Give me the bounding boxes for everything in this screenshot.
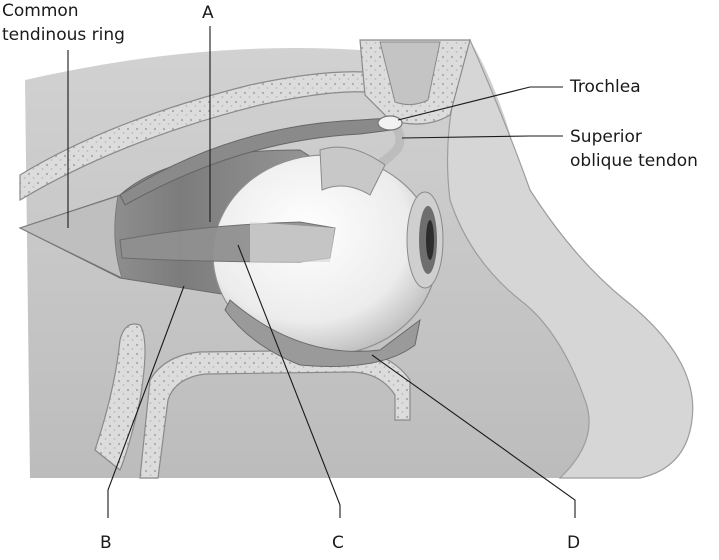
trochlea-pulley [377, 115, 403, 131]
label-superior-oblique-tendon-line1: Superior [570, 127, 642, 147]
leader-b [107, 285, 185, 518]
leader-c [237, 244, 341, 518]
maxilla-bone-left [94, 323, 146, 471]
label-trochlea: Trochlea [570, 77, 641, 97]
label-a: A [202, 3, 214, 23]
label-b: B [100, 533, 112, 553]
label-common-tendinous-ring-line1: Common [2, 1, 79, 21]
leader-lines [67, 26, 576, 518]
leader-d [371, 354, 576, 518]
pupil [426, 220, 434, 260]
leader-trochlea [397, 86, 563, 121]
common-tendinous-ring [18, 195, 123, 279]
label-common-tendinous-ring-line2: tendinous ring [2, 25, 125, 45]
nose-profile [446, 38, 694, 479]
leader-superior-oblique-tendon [401, 135, 563, 139]
label-d: D [567, 533, 581, 553]
inferior-muscle [224, 299, 421, 367]
label-superior-oblique-tendon-line2: oblique tendon [570, 151, 698, 171]
label-c: C [332, 533, 344, 553]
